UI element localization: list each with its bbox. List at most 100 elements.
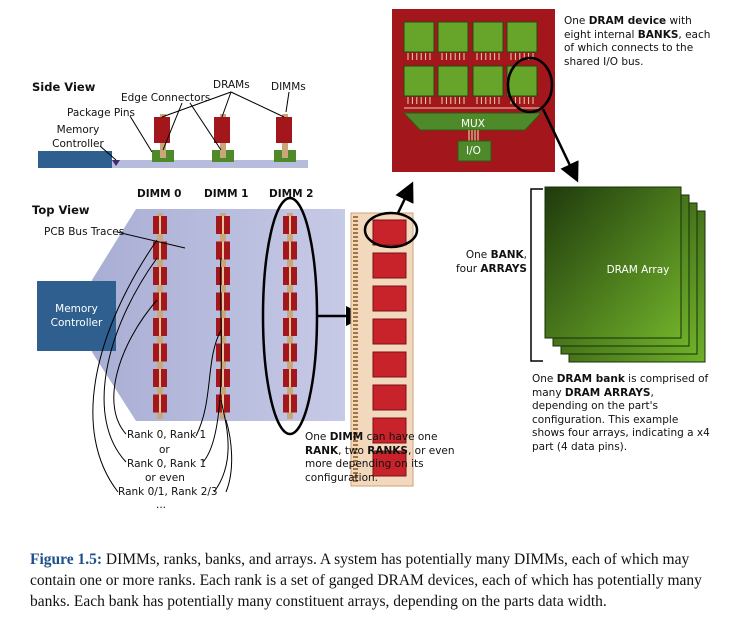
dimm-detail-chip xyxy=(372,285,407,312)
side-controller-pin xyxy=(112,160,120,166)
dimm-detail-pin xyxy=(353,416,358,418)
rank-label-6: ... xyxy=(156,499,167,511)
dram-bank xyxy=(437,65,469,104)
dimm-detail-pin xyxy=(353,316,358,318)
dimm-detail-pin xyxy=(353,260,358,262)
io-bus xyxy=(468,130,479,141)
rank-label-4: or even xyxy=(145,472,185,484)
dimm-detail-pin xyxy=(353,284,358,286)
dimm-detail-chip xyxy=(372,318,407,345)
edge-connectors-label: Edge Connectors xyxy=(121,92,211,104)
dimm-detail-pin xyxy=(353,460,358,462)
dimm-detail-chip xyxy=(372,252,407,279)
dimm-detail-pin xyxy=(353,440,358,442)
dimm-detail-pin xyxy=(353,304,358,306)
dimm-detail xyxy=(350,181,419,487)
dimm-1-pcb xyxy=(220,213,226,419)
dimm-1-label: DIMM 1 xyxy=(204,188,249,200)
top-dimm-2 xyxy=(283,213,297,419)
caption-text: DIMMs, ranks, banks, and arrays. A syste… xyxy=(30,551,702,610)
dimm-detail-pin xyxy=(353,252,358,254)
dimm-detail-pin xyxy=(353,452,358,454)
dimm-detail-pin xyxy=(353,468,358,470)
top-memory-controller xyxy=(37,281,116,351)
dimm-detail-pin xyxy=(353,472,358,474)
dimm-detail-pin xyxy=(353,432,358,434)
dram-hierarchy-diagram xyxy=(37,9,706,493)
drams-label: DRAMs xyxy=(213,79,250,91)
dimm-detail-pin xyxy=(353,308,358,310)
figure-caption: Figure 1.5: DIMMs, ranks, banks, and arr… xyxy=(30,549,710,612)
bank-highlight xyxy=(506,56,554,114)
dram-device-description: One DRAM device with eight internal BANK… xyxy=(564,15,711,68)
dram-bank xyxy=(472,65,504,104)
dimm-detail-pin xyxy=(353,328,358,330)
dram-array-layer xyxy=(544,186,682,339)
dimm-detail-pin xyxy=(353,352,358,354)
top-dimm-1 xyxy=(216,213,230,419)
bank-array xyxy=(506,21,538,53)
dimm-0-label: DIMM 0 xyxy=(137,188,182,200)
dimm-detail-pin xyxy=(353,340,358,342)
dimm-detail-pin xyxy=(353,320,358,322)
dimm-detail-pin xyxy=(353,376,358,378)
bank-detail xyxy=(530,186,706,363)
dimm-detail-pin xyxy=(353,324,358,326)
side-leader-lines xyxy=(99,91,290,161)
side-dimm-1 xyxy=(212,114,234,162)
dimm-detail-pin xyxy=(353,272,358,274)
dimm-detail-pin xyxy=(353,232,358,234)
dimm-detail-pin xyxy=(353,220,358,222)
dimm-detail-pin xyxy=(353,264,358,266)
top-view xyxy=(37,196,366,493)
dram-device xyxy=(392,9,579,183)
dimm-detail-pin xyxy=(353,476,358,478)
dimm-detail-pin xyxy=(353,288,358,290)
top-view-title: Top View xyxy=(32,203,90,217)
dram-bank xyxy=(403,65,435,104)
dimm-detail-pin xyxy=(353,424,358,426)
dimm-detail-pin xyxy=(353,276,358,278)
mux-block xyxy=(402,112,543,131)
rank-leader-lines xyxy=(92,239,233,493)
side-dimm-2 xyxy=(274,114,296,162)
dimm-detail-pin xyxy=(353,216,358,218)
dimm-detail-pin xyxy=(353,464,358,466)
dimm-detail-pin xyxy=(353,392,358,394)
bank-array xyxy=(437,21,469,53)
dimm-detail-pin xyxy=(353,300,358,302)
bank-array xyxy=(472,21,504,53)
top-memory-controller-label: Memory Controller xyxy=(50,303,103,329)
dimm-detail-pin xyxy=(353,372,358,374)
dram-banks xyxy=(403,21,541,109)
dimm-detail-chip xyxy=(372,384,407,411)
dimm-detail-pin xyxy=(353,456,358,458)
rank-label-3: Rank 0, Rank 1 xyxy=(127,458,207,470)
dimm-detail-pin xyxy=(353,400,358,402)
dimm-detail-pin xyxy=(353,344,358,346)
dimm-detail-pin xyxy=(353,280,358,282)
dram-bank xyxy=(403,21,435,60)
side-dimm-0 xyxy=(152,114,174,162)
dimm-detail-pin xyxy=(353,404,358,406)
dimm-detail-pin xyxy=(353,296,358,298)
io-label: I/O xyxy=(466,145,481,157)
side-view-title: Side View xyxy=(32,80,96,94)
dimm-detail-chips xyxy=(372,219,407,477)
rank-label-2: or xyxy=(159,444,170,456)
dimm-detail-pin xyxy=(353,388,358,390)
dimm-detail-pin xyxy=(353,336,358,338)
dram-bank xyxy=(506,21,538,60)
dimm-columns xyxy=(153,213,297,419)
bank-array xyxy=(403,65,435,97)
dimm-detail-pin xyxy=(353,248,358,250)
bank-bracket xyxy=(530,188,543,362)
top-dimm-0 xyxy=(153,213,167,419)
dimm-0-pcb xyxy=(157,213,163,419)
dimm-detail-pins xyxy=(353,216,358,482)
dimm-detail-pin xyxy=(353,348,358,350)
dimm-detail-pin xyxy=(353,360,358,362)
dram-bank xyxy=(472,21,504,60)
bank-arrays xyxy=(544,186,706,363)
dimm-detail-pin xyxy=(353,224,358,226)
